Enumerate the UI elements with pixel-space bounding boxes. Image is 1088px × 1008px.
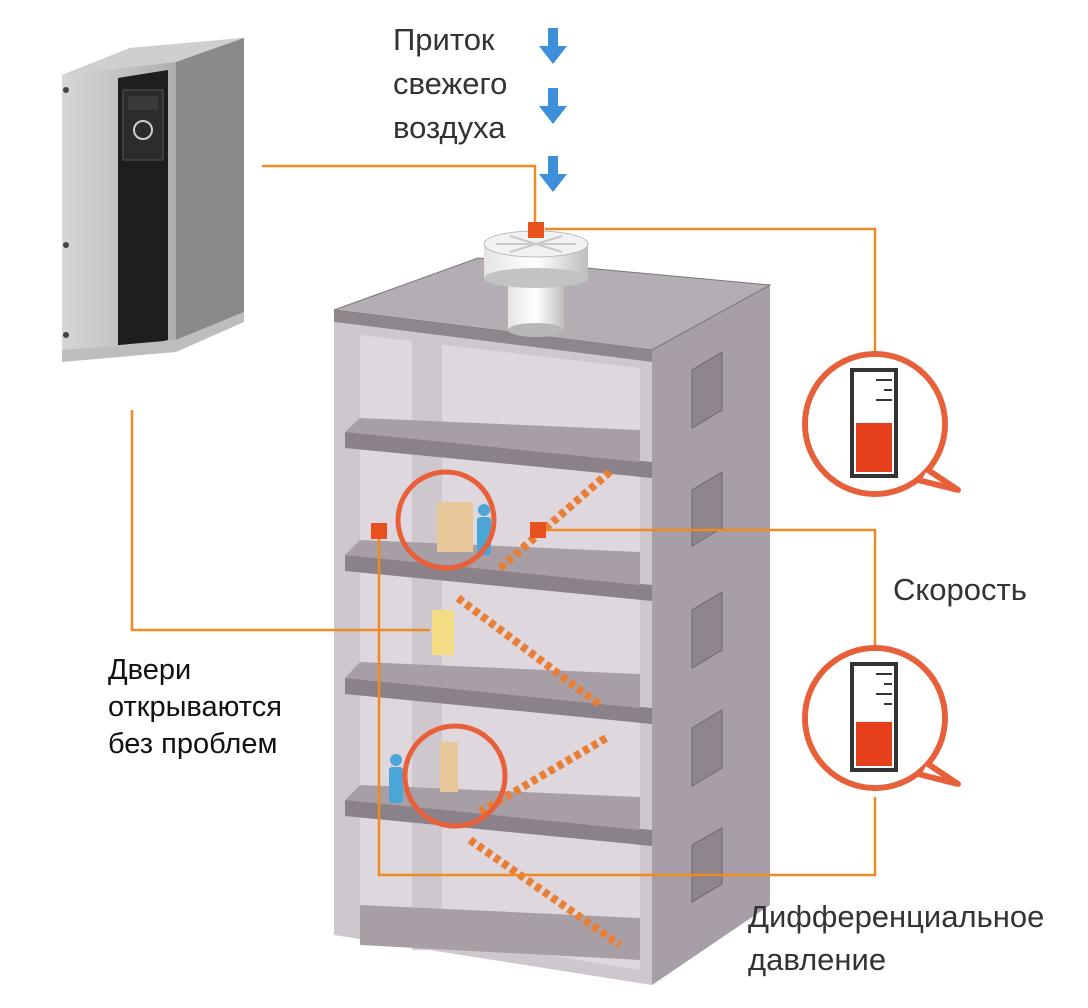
door-highlight-circle <box>402 723 508 829</box>
down-arrow-icon <box>539 88 567 124</box>
fresh-air-line-2: свежего <box>393 66 508 101</box>
differential-pressure-line-2: давление <box>748 942 887 977</box>
signal-lines <box>130 164 877 877</box>
fresh-air-label: Приток свежего воздуха <box>393 18 507 150</box>
fan-icon <box>483 230 589 337</box>
gauge-fill-speed <box>856 423 892 472</box>
fresh-air-line-3: воздуха <box>393 110 506 145</box>
doors-label: Двери открываются без проблем <box>108 652 282 763</box>
sensor-icon <box>528 222 544 238</box>
door-icon <box>440 742 458 792</box>
speed-gauge-bubble <box>802 351 961 497</box>
differential-pressure-label: Дифференциальное давление <box>748 895 1044 981</box>
door-icon <box>432 610 454 655</box>
gauge-fill-pressure <box>856 721 892 766</box>
sensor-icon <box>530 522 546 538</box>
doors-line-3: без проблем <box>108 728 278 760</box>
door-highlight-circle <box>395 469 497 571</box>
fresh-air-line-1: Приток <box>393 22 495 57</box>
stairwell-building <box>333 257 772 985</box>
gauge-icon <box>850 662 898 772</box>
differential-pressure-line-1: Дифференциальное <box>748 899 1045 934</box>
down-arrow-icon <box>539 156 567 192</box>
doors-line-2: открываются <box>108 691 282 723</box>
sensor-icon <box>371 523 387 539</box>
speed-label: Скорость <box>893 572 1027 607</box>
pressure-gauge-bubble <box>802 645 961 791</box>
gauge-icon <box>850 368 898 478</box>
doors-line-1: Двери <box>108 654 192 686</box>
down-arrow-icon <box>539 28 567 64</box>
person-icon <box>389 754 403 803</box>
door-icon <box>437 502 473 552</box>
frequency-drive-icon <box>62 38 244 362</box>
